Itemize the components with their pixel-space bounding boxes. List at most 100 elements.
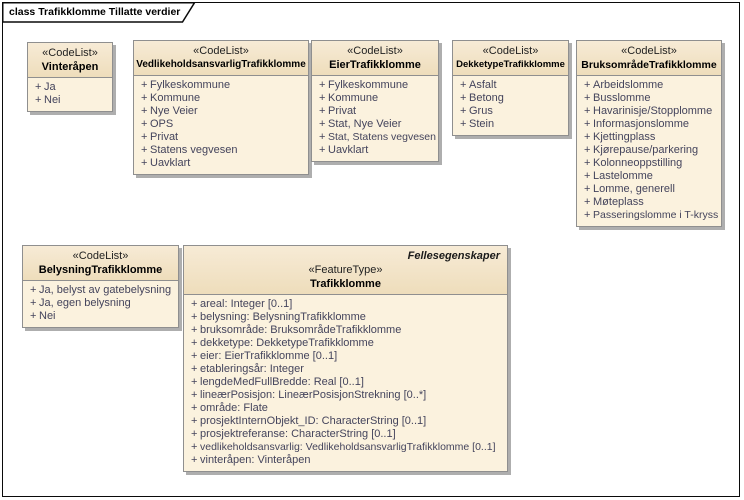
- attribute-text: Betong: [469, 92, 504, 104]
- attribute-text: lengdeMedFullBredde: Real [0..1]: [200, 376, 364, 388]
- attribute-text: Uavklart: [150, 157, 191, 169]
- codelist-box-eier[interactable]: «CodeList» EierTrafikklomme +Fylkeskommu…: [311, 40, 439, 162]
- attributes-compartment: +Arbeidslomme+Busslomme+Havarinisje/Stop…: [577, 76, 721, 226]
- box-stereotype: «CodeList»: [347, 45, 403, 57]
- box-header: «CodeList» EierTrafikklomme: [312, 41, 438, 76]
- plus-visibility-icon: +: [319, 92, 326, 104]
- attribute-text: Kjettingplass: [593, 131, 656, 143]
- plus-visibility-icon: +: [460, 105, 467, 117]
- attribute-row: +Møteplass: [577, 196, 721, 209]
- attribute-row: +Lomme, generell: [577, 183, 721, 196]
- plus-visibility-icon: +: [191, 454, 198, 466]
- attribute-row: +Stat, Statens vegvesen: [312, 131, 438, 144]
- plus-visibility-icon: +: [319, 144, 326, 156]
- attribute-text: Asfalt: [469, 79, 497, 91]
- codelist-box-vedlikeholdsansvarlig[interactable]: «CodeList» VedlikeholdsansvarligTrafikkl…: [133, 40, 309, 175]
- attributes-compartment: +Asfalt+Betong+Grus+Stein: [453, 76, 568, 135]
- plus-visibility-icon: +: [191, 337, 198, 349]
- attribute-text: Lastelomme: [593, 170, 653, 182]
- attribute-row: +Ja, belyst av gatebelysning: [23, 284, 178, 297]
- codelist-box-bruksomraade[interactable]: «CodeList» BruksområdeTrafikklomme +Arbe…: [576, 40, 722, 227]
- attribute-text: areal: Integer [0..1]: [200, 298, 293, 310]
- attribute-text: OPS: [150, 118, 174, 130]
- box-stereotype: «CodeList»: [42, 47, 98, 59]
- plus-visibility-icon: +: [584, 92, 591, 104]
- attribute-text: Stein: [469, 118, 495, 130]
- codelist-box-dekketype[interactable]: «CodeList» DekketypeTrafikklomme +Asfalt…: [452, 40, 569, 136]
- attribute-row: +bruksområde: BruksområdeTrafikklomme: [184, 324, 507, 337]
- attributes-compartment: +Ja+Nei: [28, 78, 112, 111]
- attribute-row: +Arbeidslomme: [577, 79, 721, 92]
- attribute-row: +Privat: [134, 131, 308, 144]
- attributes-compartment: +Fylkeskommune+Kommune+Privat+Stat, Nye …: [312, 76, 438, 161]
- plus-visibility-icon: +: [30, 310, 37, 322]
- plus-visibility-icon: +: [584, 105, 591, 117]
- box-name: Vinteråpen: [41, 61, 99, 73]
- attribute-row: +Asfalt: [453, 79, 568, 92]
- frame-label-tab: class Trafikklomme Tillatte verdier: [2, 2, 196, 23]
- attribute-text: Ja, belyst av gatebelysning: [39, 284, 172, 296]
- box-stereotype: «CodeList»: [72, 250, 129, 262]
- plus-visibility-icon: +: [35, 81, 42, 93]
- attribute-text: eier: EierTrafikklomme [0..1]: [200, 350, 338, 362]
- attribute-text: Informasjonslomme: [593, 118, 689, 130]
- attribute-row: +Passeringslomme i T-kryss: [577, 209, 721, 222]
- box-stereotype: «FeatureType»: [308, 264, 383, 276]
- attribute-row: +Kjettingplass: [577, 131, 721, 144]
- plus-visibility-icon: +: [460, 118, 467, 130]
- attribute-text: Busslomme: [593, 92, 651, 104]
- codelist-box-belysning[interactable]: «CodeList» BelysningTrafikklomme +Ja, be…: [22, 245, 179, 328]
- plus-visibility-icon: +: [584, 183, 591, 195]
- plus-visibility-icon: +: [460, 79, 467, 91]
- attribute-text: prosjektreferanse: CharacterString [0..1…: [200, 428, 396, 440]
- plus-visibility-icon: +: [319, 118, 326, 130]
- plus-visibility-icon: +: [584, 209, 591, 221]
- attribute-text: Kommune: [328, 92, 379, 104]
- attribute-text: Nei: [44, 94, 61, 106]
- plus-visibility-icon: +: [141, 92, 148, 104]
- attribute-row: +Uavklart: [134, 157, 308, 170]
- attribute-text: Privat: [328, 105, 357, 117]
- plus-visibility-icon: +: [30, 297, 37, 309]
- attribute-text: Kjørepause/parkering: [593, 144, 699, 156]
- frame-label: class Trafikklomme Tillatte verdier: [9, 6, 181, 18]
- attribute-text: belysning: BelysningTrafikklomme: [200, 311, 366, 323]
- plus-visibility-icon: +: [35, 94, 42, 106]
- attribute-text: dekketype: DekketypeTrafikklomme: [200, 337, 374, 349]
- box-header: «CodeList» BruksområdeTrafikklomme: [577, 41, 721, 76]
- attribute-text: etableringsår: Integer: [200, 363, 304, 375]
- plus-visibility-icon: +: [584, 196, 591, 208]
- box-header: «CodeList» DekketypeTrafikklomme: [453, 41, 568, 76]
- box-name: BruksområdeTrafikklomme: [581, 59, 717, 71]
- attribute-row: +Kolonneoppstilling: [577, 157, 721, 170]
- plus-visibility-icon: +: [191, 311, 198, 323]
- attribute-row: +Nei: [23, 310, 178, 323]
- attribute-text: vinteråpen: Vinteråpen: [200, 454, 311, 466]
- attribute-text: Havarinisje/Stopplomme: [593, 105, 713, 117]
- plus-visibility-icon: +: [141, 144, 148, 156]
- attribute-row: +Nye Veier: [134, 105, 308, 118]
- box-name: EierTrafikklomme: [329, 59, 421, 71]
- plus-visibility-icon: +: [319, 131, 326, 143]
- attribute-text: Stat, Nye Veier: [328, 118, 402, 130]
- attribute-text: Møteplass: [593, 196, 644, 208]
- attribute-row: +Busslomme: [577, 92, 721, 105]
- attribute-text: Uavklart: [328, 144, 369, 156]
- attribute-text: Fylkeskommune: [328, 79, 409, 91]
- attribute-row: +Lastelomme: [577, 170, 721, 183]
- plus-visibility-icon: +: [191, 324, 198, 336]
- attribute-text: vedlikeholdsansvarlig: Vedlikeholdsansva…: [200, 441, 496, 453]
- attribute-row: +vinteråpen: Vinteråpen: [184, 454, 507, 467]
- box-header: «CodeList» BelysningTrafikklomme: [23, 246, 178, 281]
- plus-visibility-icon: +: [584, 79, 591, 91]
- codelist-box-vinteraapen[interactable]: «CodeList» Vinteråpen +Ja+Nei: [27, 42, 113, 112]
- featuretype-box-trafikklomme[interactable]: Fellesegenskaper «FeatureType» Trafikklo…: [183, 245, 508, 472]
- plus-visibility-icon: +: [191, 441, 198, 453]
- attribute-text: Nei: [39, 310, 56, 322]
- plus-visibility-icon: +: [319, 105, 326, 117]
- attribute-row: +prosjektreferanse: CharacterString [0..…: [184, 428, 507, 441]
- box-stereotype: «CodeList»: [482, 45, 539, 57]
- attribute-row: +prosjektInternObjekt_ID: CharacterStrin…: [184, 415, 507, 428]
- attribute-text: Stat, Statens vegvesen: [328, 131, 436, 143]
